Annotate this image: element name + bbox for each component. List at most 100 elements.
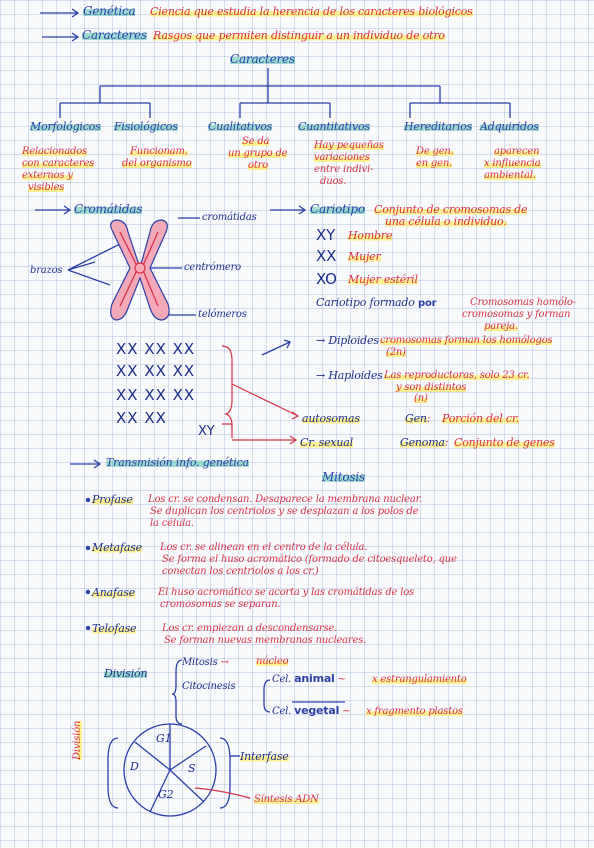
label-centromero: centrómero xyxy=(184,262,241,273)
tree-trunk xyxy=(100,68,440,87)
brazos-lines xyxy=(67,243,121,286)
gen-def: Porción del cr. xyxy=(442,412,519,425)
desc-adquiridos: aparecen x influencia ambiental. xyxy=(484,146,541,181)
sexual-arrow xyxy=(222,423,298,445)
metafase-line-2: Se forma el huso acromático (formado de … xyxy=(162,554,457,565)
label-autosomas: autosomas xyxy=(302,412,360,425)
sex-label-mujer: Mujer xyxy=(348,250,381,263)
formado-desc-3: pareja. xyxy=(484,321,518,332)
caracteres-definition: Rasgos que permiten distinguir a un indi… xyxy=(153,29,445,42)
label-telomeros: telómeros xyxy=(198,309,247,320)
cycle-interfase: Interfase xyxy=(240,750,289,763)
division-title: División xyxy=(104,667,148,680)
autosome-bracket xyxy=(221,345,233,430)
animal-result: x estrangulamiento xyxy=(372,674,467,685)
formado-desc-2: cromosomas y forman xyxy=(462,309,571,320)
cycle-sintesis: Síntesis ADN xyxy=(254,794,319,805)
anafase-line-2: cromosomas se separan. xyxy=(160,599,281,610)
phase-anafase-name: Anafase xyxy=(92,586,135,599)
karyotype-row-4: XX XX xyxy=(116,409,167,427)
arrow-caracteres xyxy=(42,32,80,42)
branch-fisiologicos: Fisiológicos xyxy=(114,120,178,133)
citocinesis-bracket xyxy=(263,679,271,713)
cell-cycle-divisions xyxy=(134,724,207,813)
haploides-desc-2: y son distintos xyxy=(396,382,467,393)
label-brazos: brazos xyxy=(30,265,63,276)
cel-vegetal: Cel. vegetal ~ xyxy=(272,704,351,717)
sex-code-xo: XO xyxy=(316,270,337,288)
chromosome-drawing xyxy=(110,219,170,321)
phase-profase-name: Profase xyxy=(92,493,133,506)
cariotipo-term: Cariotipo xyxy=(310,202,365,216)
haploides-label: → Haploides xyxy=(316,369,383,382)
tree-left xyxy=(59,86,151,118)
desc-morfologicos: Relacionados con caracteres externos y v… xyxy=(22,146,95,193)
cariotipo-def-1: Conjunto de cromosomas de xyxy=(374,203,528,216)
telofase-line-1: Los cr. empiezan a descondensarse. xyxy=(162,623,338,634)
sintesis-line xyxy=(194,787,251,799)
phase-metafase-name: Metafase xyxy=(92,541,142,554)
diploides-desc-1: cromosomas forman los homólogos xyxy=(380,335,553,346)
tree-root: Caracteres xyxy=(230,52,295,66)
karyotype-row-1: XX XX XX xyxy=(116,340,196,358)
transmision-title: Transmisión info. genética xyxy=(106,456,249,469)
label-cromatidas: cromátidas xyxy=(202,212,257,223)
division-bracket xyxy=(171,659,183,725)
genoma-def: Conjunto de genes xyxy=(454,436,555,449)
vegetal-result: x fragmento plastos xyxy=(366,706,463,717)
genoma-term: Genoma: xyxy=(400,436,449,449)
cycle-g2: G2 xyxy=(158,788,174,801)
sex-label-mujer-esteril: Mujer estéril xyxy=(348,273,418,286)
sex-label-hombre: Hombre xyxy=(348,229,393,242)
arrow-genetica xyxy=(40,8,80,18)
karyotype-row-2: XX XX XX xyxy=(116,362,196,380)
metafase-line-1: Los cr. se alinean en el centro de la cé… xyxy=(160,542,368,553)
anafase-line-1: El huso acromático se acorta y las cromá… xyxy=(158,587,414,598)
tree-mid xyxy=(239,86,331,118)
diag-arrow xyxy=(261,339,291,356)
phase-telofase-name: Telofase xyxy=(92,622,137,635)
cromatidas-title: Cromátidas xyxy=(74,202,143,216)
cycle-bracket-r xyxy=(219,737,231,809)
desc-hereditarios: De gen. en gen. xyxy=(416,146,454,169)
cycle-d: D xyxy=(130,760,139,773)
cariotipo-def-2: una célula o individuo. xyxy=(385,215,507,228)
gen-term: Gen: xyxy=(405,412,431,425)
karyotype-row-3: XX XX XX xyxy=(116,386,196,404)
mitosis-title: Mitosis xyxy=(322,470,365,484)
caracteres-term: Caracteres xyxy=(82,28,147,42)
cel-animal: Cel. animal ~ xyxy=(272,672,346,685)
arrow-transmision xyxy=(70,459,102,469)
haploides-desc-1: Las reproductoras, solo 23 cr. xyxy=(384,370,530,381)
branch-cualitativos: Cualitativos xyxy=(208,120,273,133)
branch-hereditarios: Hereditarios xyxy=(404,120,473,133)
karyotype-row-xy: XY xyxy=(198,424,215,439)
genetica-term: Genética xyxy=(83,4,136,18)
profase-line-3: la célula. xyxy=(150,518,194,529)
branch-morfologicos: Morfológicos xyxy=(30,120,101,133)
sex-code-xy: XY xyxy=(316,226,336,244)
profase-line-1: Los cr. se condensan. Desaparece la memb… xyxy=(148,494,423,505)
sex-code-xx: XX xyxy=(316,247,337,265)
cycle-side-label: División xyxy=(72,720,83,760)
diploides-label: → Diploides xyxy=(316,334,379,347)
cycle-bracket-l xyxy=(107,737,119,809)
division-mitosis: Mitosis → xyxy=(182,657,229,668)
division-citocinesis: Citocinesis xyxy=(182,681,236,692)
cycle-g1: G1 xyxy=(156,732,172,745)
desc-cuantitativos: Hay pequeñas variaciones entre indivi- d… xyxy=(314,140,384,187)
haploides-desc-3: (n) xyxy=(414,393,428,404)
cariotipo-formado: Cariotipo formado por xyxy=(316,296,437,309)
genetica-definition: Ciencia que estudia la herencia de los c… xyxy=(150,5,473,18)
division-mitosis-result: núcleo xyxy=(256,656,289,667)
autosome-arrow xyxy=(231,383,300,420)
tree-right xyxy=(409,86,511,118)
branch-cuantitativos: Cuantitativos xyxy=(298,120,370,133)
telofase-line-2: Se forman nuevas membranas nucleares. xyxy=(164,635,367,646)
desc-cualitativos: Se da un grupo de otro xyxy=(228,136,288,171)
profase-line-2: Se duplican los centriolos y se desplaza… xyxy=(150,506,419,517)
cycle-s: S xyxy=(188,762,196,775)
formado-desc-1: Cromosomas homólo- xyxy=(470,297,576,308)
metafase-line-3: conectan los centriolos a los cr.) xyxy=(162,566,319,577)
